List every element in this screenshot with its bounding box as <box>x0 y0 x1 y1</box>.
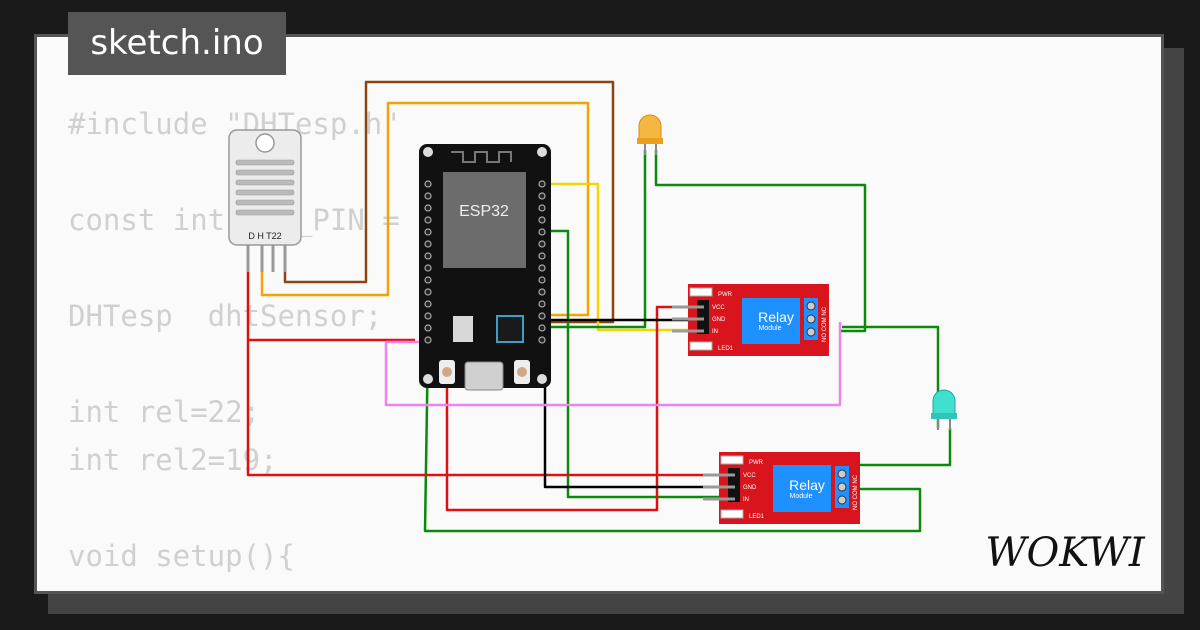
esp32-board[interactable]: ESP32 <box>419 144 551 391</box>
relay1-title: Relay <box>758 309 794 325</box>
wire-green-led2 <box>842 428 952 467</box>
relay2-led: LED1 <box>749 514 765 520</box>
relay1-terminals: NO COM NC <box>822 306 828 342</box>
relay1-led: LED1 <box>718 346 734 352</box>
relay2-title: Relay <box>789 477 825 493</box>
wire-green-led2-b <box>842 325 940 428</box>
sensor-label: D H T22 <box>248 231 281 241</box>
relay1-vcc: VCC <box>712 305 725 311</box>
relay1-in: IN <box>712 329 718 335</box>
dht22-sensor[interactable]: D H T22 <box>228 129 302 272</box>
mcu-label: ESP32 <box>459 203 509 220</box>
wire-pink <box>384 322 842 407</box>
relay1-pwr: PWR <box>718 292 733 298</box>
logo-text: WOKWI <box>985 530 1145 576</box>
wire-black-relay2 <box>543 380 730 489</box>
code-line: int rel=22; <box>68 395 261 429</box>
wire-green-led1 <box>545 150 647 329</box>
code-line: DHTesp dhtSensor; <box>68 299 383 333</box>
relay1-gnd: GND <box>712 317 726 323</box>
relay2-subtitle: Module <box>790 493 813 500</box>
relay-module-2[interactable]: Relay Module PWR LED1 VCC GND IN NO COM … <box>703 452 860 524</box>
wire-red-relay1 <box>445 305 688 512</box>
led-cyan[interactable] <box>931 389 957 430</box>
relay2-terminals: NO COM NC <box>853 474 859 510</box>
relay2-in: IN <box>743 497 749 503</box>
relay2-pwr: PWR <box>749 460 764 466</box>
wire-brown <box>283 80 615 324</box>
wire-green-relay2-com <box>423 339 922 533</box>
wire-red-relay2 <box>246 340 730 477</box>
file-tab[interactable]: sketch.ino <box>68 12 286 75</box>
relay1-subtitle: Module <box>759 325 782 332</box>
wire-yellow <box>545 182 688 332</box>
wire-green-relay1 <box>545 229 730 499</box>
wokwi-logo: WOKWI <box>985 530 1145 576</box>
wires <box>246 80 952 533</box>
relay-module-1[interactable]: Relay Module PWR LED1 VCC GND IN NO COM … <box>672 284 829 356</box>
code-line: int rel2=19; <box>68 443 278 477</box>
code-line: void setup(){ <box>68 539 295 573</box>
wire-green-led1-com <box>654 150 867 333</box>
wire-orange <box>260 101 590 317</box>
relay2-vcc: VCC <box>743 473 756 479</box>
led-amber[interactable] <box>637 114 663 155</box>
relay2-gnd: GND <box>743 485 757 491</box>
